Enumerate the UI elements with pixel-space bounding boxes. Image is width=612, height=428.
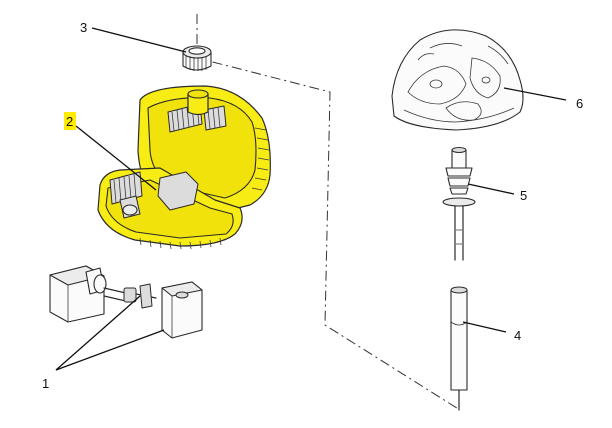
callout-4: 4 xyxy=(514,328,521,343)
part-3-cap xyxy=(182,45,212,71)
part-6-ornament-cover xyxy=(391,29,524,131)
leader-1a xyxy=(55,295,141,371)
leader-1b xyxy=(55,329,165,371)
callout-2: 2 xyxy=(66,114,73,129)
leader-2 xyxy=(75,125,157,191)
part-1-pump-assembly xyxy=(49,265,203,339)
part-5-nozzle-head xyxy=(442,147,476,261)
callout-5: 5 xyxy=(520,188,527,203)
callout-2-highlight xyxy=(64,112,76,130)
leader-5 xyxy=(467,183,515,195)
assembly-boundary-line xyxy=(196,14,461,411)
part-2-filter-housing xyxy=(97,85,271,250)
callout-6: 6 xyxy=(576,96,583,111)
leader-6 xyxy=(503,87,567,101)
callout-3: 3 xyxy=(80,20,87,35)
part-4-riser-tube xyxy=(450,286,468,411)
leader-3 xyxy=(91,27,187,53)
leader-4 xyxy=(462,321,507,333)
callout-1: 1 xyxy=(42,376,49,391)
